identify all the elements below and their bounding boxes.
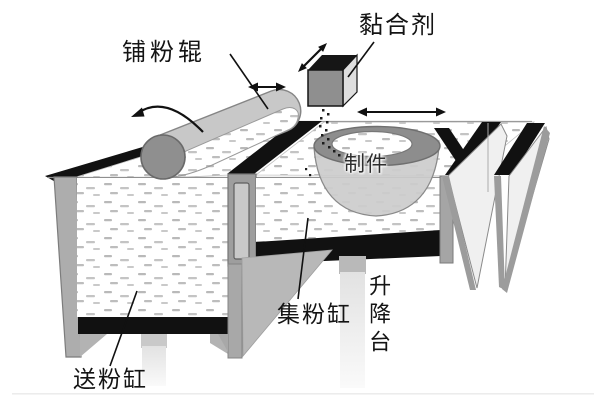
lift-piston-rod-top xyxy=(339,256,366,274)
label-printed-part: 制件 xyxy=(344,152,388,176)
divider-wall-lower-strip xyxy=(227,263,243,359)
feed-box-piston-plate xyxy=(78,317,229,334)
printhead-front-face xyxy=(307,69,344,107)
feed-box-powder-face xyxy=(77,178,228,317)
label-collect-cylinder: 集粉缸 xyxy=(277,302,352,328)
printhead-top-face xyxy=(308,55,357,70)
blade1-top-face xyxy=(445,122,501,175)
motion-arrows xyxy=(131,43,446,133)
blade1-face xyxy=(447,123,508,289)
blade2-edge-strip-right xyxy=(502,126,550,293)
feed-box-under-wall-left xyxy=(80,334,107,357)
blade2-edge-strip-left xyxy=(494,176,505,290)
leader-lines xyxy=(109,41,375,367)
roller-rotation-arrow xyxy=(131,105,204,133)
blade2-top-face xyxy=(494,123,545,175)
feed-box-left-wall xyxy=(53,176,82,358)
lift-piston-rod xyxy=(340,272,365,388)
label-lift-platform: 升降台 xyxy=(365,274,391,358)
divider-rim-band xyxy=(227,121,322,174)
label-powder-spreading-roller: 铺粉辊 xyxy=(122,38,206,66)
figure-baseline xyxy=(12,393,594,395)
collect-leader-line xyxy=(297,217,309,300)
printhead-cube xyxy=(307,53,358,108)
binder-droplets xyxy=(305,109,351,177)
right-blade-walls xyxy=(442,122,550,293)
divider-wall-inner-panel xyxy=(233,182,250,260)
powder-spreading-roller xyxy=(140,88,302,180)
feed-leader-line xyxy=(109,290,138,367)
label-feed-cylinder: 送粉缸 xyxy=(73,367,148,393)
roller-leader-line xyxy=(229,53,269,110)
printhead-traverse-arrow xyxy=(357,107,446,117)
roller-end-cap xyxy=(140,134,186,180)
printed-part-bowl xyxy=(313,125,441,217)
feed-box-piston-rod xyxy=(141,334,167,348)
binder-leader-line xyxy=(347,41,375,78)
collect-box-under-wedge xyxy=(241,249,333,358)
printhead-jog-arrow xyxy=(298,43,327,72)
machine-body xyxy=(45,119,550,388)
bowl-cavity-powder xyxy=(331,130,413,158)
label-binder: 黏合剂 xyxy=(359,11,437,39)
feed-box-piston-rod-lower xyxy=(142,346,166,386)
blade1-edge-strip xyxy=(442,176,476,290)
divider-wall-foot xyxy=(218,334,228,352)
